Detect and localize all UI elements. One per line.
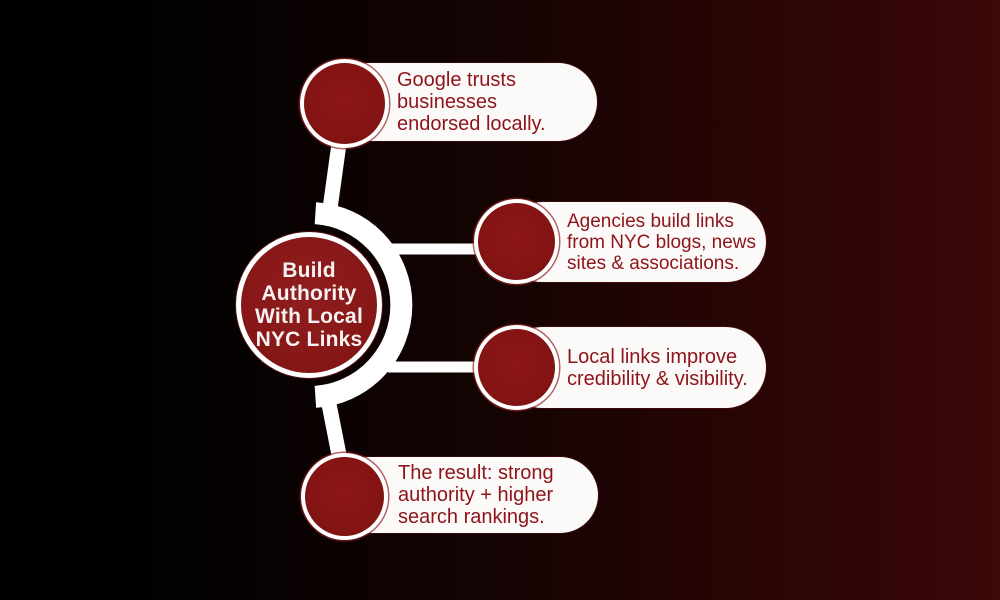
callout-4-line-3: search rankings. [398, 506, 545, 528]
callout-1-line-3: endorsed locally. [397, 113, 546, 135]
node-circle-4 [301, 453, 388, 540]
callout-1-line-2: businesses [397, 91, 498, 113]
node-circle-3 [474, 325, 559, 410]
hub-title-line-3: With Local [255, 305, 363, 328]
node-circle-2 [474, 199, 559, 284]
hub-title: Build Authority With Local NYC Links [255, 259, 363, 351]
hub-title-line-1: Build [282, 259, 336, 282]
callout-1-line-1: Google trusts [397, 69, 516, 91]
callout-2-line-3: sites & associations. [567, 252, 740, 274]
callout-4-line-2: authority + higher [398, 484, 554, 506]
callout-4-line-1: The result: strong [398, 462, 554, 484]
hub-title-line-4: NYC Links [255, 328, 363, 351]
callout-text-1: Google trusts businesses endorsed locall… [397, 69, 546, 135]
callout-text-3: Local links improve credibility & visibi… [567, 346, 748, 390]
callout-3-line-2: credibility & visibility. [567, 367, 748, 390]
callout-2-line-1: Agencies build links [567, 210, 734, 232]
callout-text-2: Agencies build links from NYC blogs, new… [567, 211, 756, 274]
node-circle-1 [300, 59, 389, 148]
hub-arc [314, 202, 413, 408]
callout-2-line-2: from NYC blogs, news [567, 231, 757, 253]
callout-text-4: The result: strong authority + higher se… [398, 462, 554, 528]
hub-circle: Build Authority With Local NYC Links [236, 232, 382, 378]
callout-3-line-1: Local links improve [567, 345, 738, 368]
hub-title-line-2: Authority [261, 282, 357, 305]
